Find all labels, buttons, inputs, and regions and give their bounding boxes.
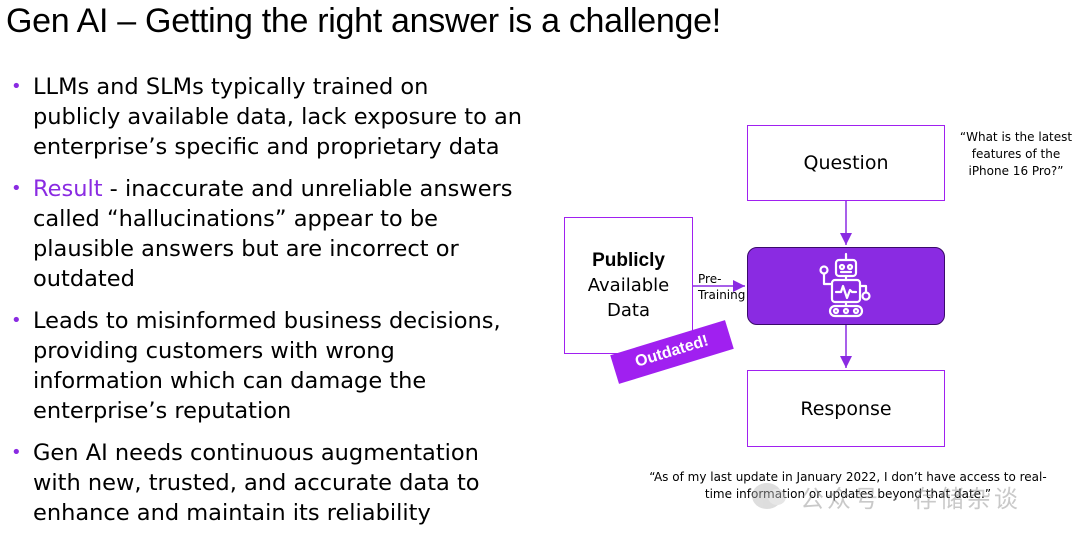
bullet-item: • Leads to misinformed business decision…: [10, 306, 558, 426]
bullet-dot-icon: •: [11, 310, 22, 331]
bullet-line: Gen AI needs continuous augmentation: [33, 440, 479, 466]
response-label: Response: [800, 397, 892, 420]
bullet-line: Leads to misinformed business decisions,: [33, 308, 501, 334]
answer-quote: “As of my last update in January 2022, I…: [649, 470, 1047, 501]
watermark-text: 公众号 · 存储杂谈: [800, 484, 1021, 513]
pre-training-line: Training: [698, 288, 746, 302]
bullet-line: providing customers with wrong: [33, 338, 395, 364]
robot-icon: [819, 252, 871, 318]
bullet-line: outdated: [33, 266, 135, 292]
bullet-item: • LLMs and SLMs typically trained on pub…: [10, 72, 558, 162]
watermark: 公众号 · 存储杂谈: [752, 478, 1052, 514]
public-data-line: Available: [587, 275, 670, 296]
wechat-icon: [752, 483, 786, 509]
bullet-line: LLMs and SLMs typically trained on: [33, 74, 429, 100]
bullet-dot-icon: •: [11, 442, 22, 463]
bullet-item: • Result - inaccurate and unreliable ans…: [10, 174, 558, 294]
bullet-line: enterprise’s specific and proprietary da…: [33, 134, 500, 160]
bullet-line: enhance and maintain its reliability: [33, 500, 431, 526]
bullet-line: publicly available data, lack exposure t…: [33, 104, 523, 130]
bullet-line: information which can damage the: [33, 368, 427, 394]
response-box: Response: [747, 370, 945, 447]
public-data-title: Publicly: [592, 250, 665, 271]
bullet-dot-icon: •: [11, 76, 22, 97]
pre-training-label: Pre- Training: [698, 271, 745, 303]
pre-training-line: Pre-: [698, 272, 722, 286]
bullet-line: enterprise’s reputation: [33, 398, 292, 424]
bullet-accent: Result: [33, 176, 103, 202]
bullet-line: - inaccurate and unreliable answers: [102, 176, 513, 202]
bullet-line: plausible answers but are incorrect or: [33, 236, 459, 262]
bullet-dot-icon: •: [11, 178, 22, 199]
question-label: Question: [803, 152, 889, 174]
public-data-line: Data: [607, 300, 650, 321]
bullet-item: • Gen AI needs continuous augmentation w…: [10, 438, 558, 528]
bullet-line: called “hallucinations” appear to be: [33, 206, 438, 232]
question-box: Question: [747, 125, 945, 201]
bullet-list: • LLMs and SLMs typically trained on pub…: [10, 72, 558, 538]
public-data-box: Publicly Available Data: [564, 217, 693, 354]
question-quote: “What is the latest features of the iPho…: [959, 130, 1073, 178]
slide-title: Gen AI – Getting the right answer is a c…: [6, 2, 721, 40]
bullet-line: with new, trusted, and accurate data to: [33, 470, 480, 496]
